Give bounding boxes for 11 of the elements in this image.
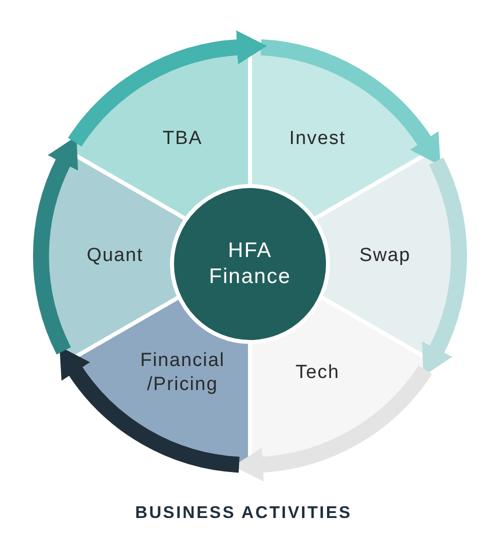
center-label: HFA Finance (208, 238, 292, 290)
segment-label: TBA (162, 127, 204, 151)
segment-label: Tech (294, 361, 340, 385)
curved-arrow (68, 30, 267, 147)
segment-label: Financial /Pricing (139, 349, 226, 397)
segment-label: Swap (358, 244, 412, 268)
caption: BUSINESS ACTIVITIES (135, 502, 352, 524)
segment-label: Invest (288, 127, 347, 151)
curved-arrow (58, 347, 240, 473)
segment-label: Quant (86, 244, 144, 268)
curved-arrow (260, 39, 442, 165)
